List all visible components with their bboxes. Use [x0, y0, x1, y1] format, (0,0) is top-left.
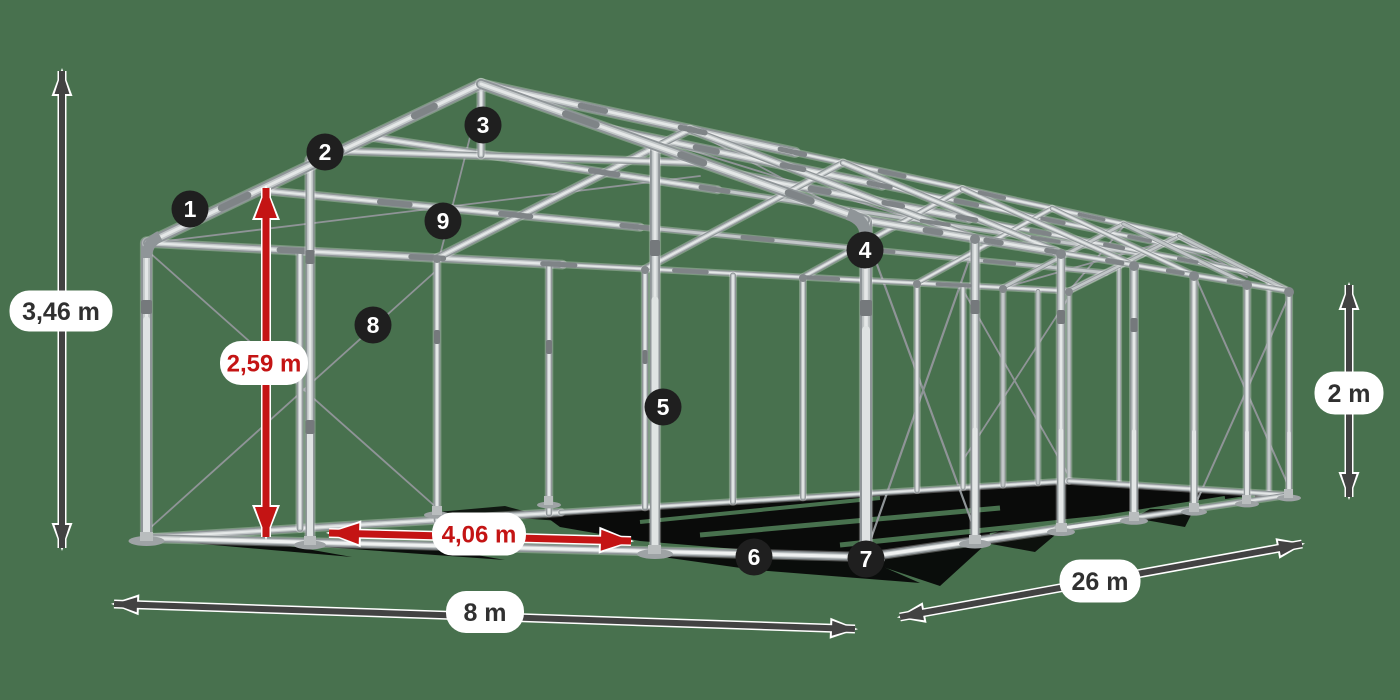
svg-text:8: 8 [367, 312, 380, 338]
svg-text:3,46 m: 3,46 m [22, 298, 100, 326]
svg-text:1: 1 [184, 196, 197, 222]
svg-text:6: 6 [748, 544, 761, 570]
svg-text:2,59 m: 2,59 m [227, 351, 302, 378]
svg-text:7: 7 [860, 546, 873, 572]
svg-text:5: 5 [657, 394, 670, 420]
svg-text:3: 3 [477, 112, 490, 138]
svg-text:4: 4 [859, 237, 872, 263]
svg-text:2 m: 2 m [1327, 380, 1370, 408]
svg-text:26 m: 26 m [1072, 568, 1129, 596]
svg-text:4,06 m: 4,06 m [442, 522, 517, 549]
svg-text:2: 2 [319, 139, 332, 165]
svg-text:9: 9 [437, 208, 450, 234]
svg-text:8 m: 8 m [463, 599, 506, 627]
